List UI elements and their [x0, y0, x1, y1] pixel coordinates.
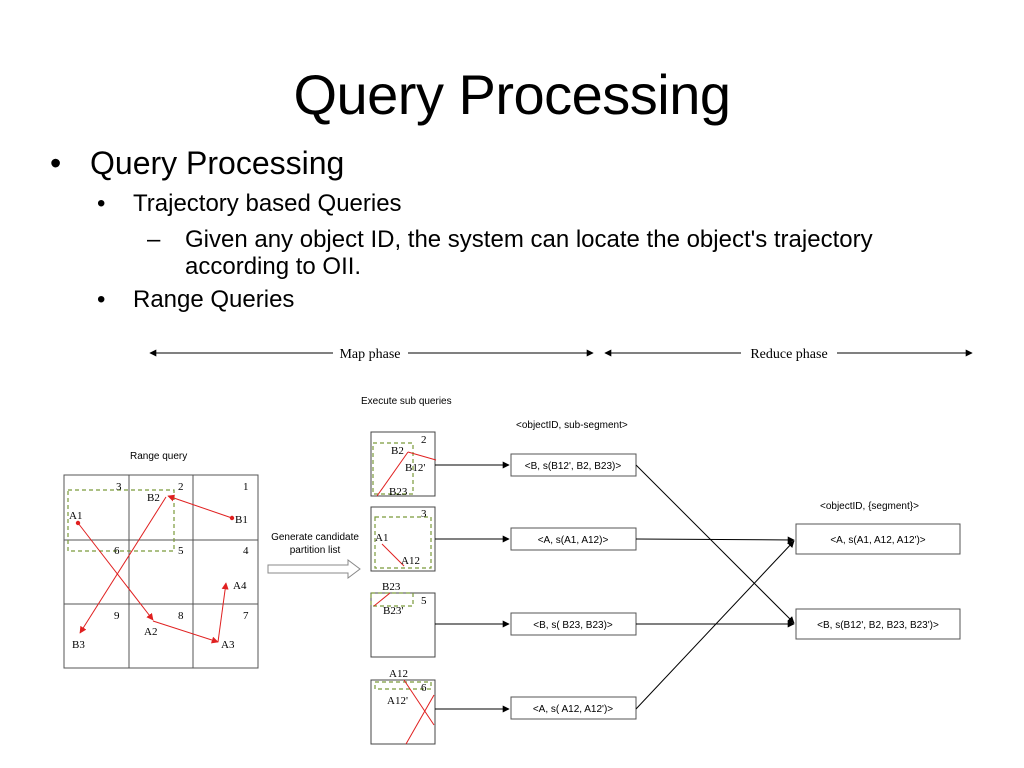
bullet-text: Trajectory based Queries: [133, 190, 402, 217]
grid-cell-number: 6: [114, 545, 120, 557]
map-output-2: <A, s(A1, A12)>: [510, 527, 637, 551]
map-output-text: <B, s(B12', B2, B23)>: [525, 461, 622, 472]
objectid-subsegment-label: <objectID, sub-segment>: [516, 420, 628, 431]
slide-title: Query Processing: [293, 63, 731, 126]
bullet-dash-icon: –: [147, 226, 161, 253]
map-phase-label: Map phase: [339, 347, 400, 362]
reduce-output-text: <A, s(A1, A12, A12')>: [830, 535, 925, 546]
point-label-b2: B2: [147, 492, 160, 504]
reduce-output-2: <B, s(B12', B2, B23, B23')>: [795, 608, 961, 640]
range-query-box: [67, 489, 175, 552]
grid-cell-number: 9: [114, 610, 120, 622]
segment-label: B12': [405, 462, 425, 474]
map-output-1: <B, s(B12', B2, B23)>: [510, 453, 637, 477]
segment-label: B2: [391, 445, 404, 457]
shuffle-arrow-a1: [635, 536, 795, 544]
execute-sub-queries-label: Execute sub queries: [361, 396, 452, 407]
segment-label: B23: [382, 581, 401, 593]
bullet-text: Range Queries: [133, 286, 295, 313]
partition-number: 5: [421, 595, 427, 607]
sub-query-partition-2: 2 B2 B12' B23: [370, 431, 437, 498]
point-label-a2: A2: [144, 626, 157, 638]
segment-label: A12': [387, 695, 408, 707]
point-label-b3: B3: [72, 639, 85, 651]
segment-label: A12: [389, 668, 408, 680]
sub-query-partition-3: 3 A1 A12: [370, 506, 436, 572]
map-output-4: <A, s( A12, A12')>: [510, 696, 637, 720]
point-b1-dot: [229, 515, 235, 521]
point-label-a3: A3: [221, 639, 235, 651]
point-a1-dot: [75, 520, 81, 526]
partition-number: 2: [421, 434, 427, 446]
grid-cell-number: 2: [178, 481, 184, 493]
segment-label: B23': [383, 605, 403, 617]
grid-cell-number: 7: [243, 610, 249, 622]
point-label-a1: A1: [69, 510, 82, 522]
grid-cell-number: 3: [116, 481, 122, 493]
partition-number: 6: [421, 682, 427, 694]
partition-number: 3: [421, 508, 427, 520]
shuffle-arrow-a2: [635, 540, 795, 710]
bullet-dot-icon: •: [97, 286, 106, 313]
map-output-3: <B, s( B23, B23)>: [510, 612, 637, 636]
shuffle-arrow-b1: [635, 464, 795, 624]
trajectory-a1-a2: [77, 522, 154, 621]
trajectory-b2-b3: [79, 496, 167, 634]
generate-arrow-icon: [267, 559, 361, 579]
point-label-b1: B1: [235, 514, 248, 526]
reduce-output-text: <B, s(B12', B2, B23, B23')>: [817, 620, 939, 631]
grid-cell-number: 4: [243, 545, 249, 557]
bullet-dot-icon: •: [97, 190, 106, 217]
map-phase-arrow: Map phase: [149, 347, 594, 362]
reduce-phase-arrow: Reduce phase: [604, 347, 973, 362]
partition-list-label: partition list: [290, 545, 341, 556]
sub-query-partition-5: B23 5 B23': [370, 581, 436, 658]
segment-label: A1: [375, 532, 388, 544]
reduce-output-1: <A, s(A1, A12, A12')>: [795, 523, 961, 555]
map-output-text: <B, s( B23, B23)>: [533, 620, 613, 631]
point-label-a4: A4: [233, 580, 247, 592]
trajectory-a2-a3: [152, 620, 219, 644]
grid-cell-number: 5: [178, 545, 184, 557]
map-output-text: <A, s(A1, A12)>: [538, 535, 609, 546]
trajectory-b1-b2: [167, 494, 233, 519]
range-query-label: Range query: [130, 451, 187, 462]
bullet-text: Query Processing: [90, 145, 345, 181]
grid-cell-number: 8: [178, 610, 184, 622]
bullet-dot-icon: •: [50, 145, 62, 181]
grid-cell-number: 1: [243, 481, 249, 493]
map-output-text: <A, s( A12, A12')>: [533, 704, 613, 715]
range-query-grid: 3 2 1 6 5 4 9 8 7 A1 B2 B1 A4 A2 A: [63, 474, 259, 669]
sub-query-partition-6: A12 6 A12': [370, 668, 436, 745]
reduce-phase-label: Reduce phase: [750, 347, 827, 362]
segment-label: B23: [389, 486, 408, 498]
trajectory-a3-a4: [217, 582, 229, 643]
generate-candidate-label: Generate candidate: [271, 532, 359, 543]
objectid-segment-label: <objectID, {segment}>: [820, 501, 919, 512]
bullet-text: Given any object ID, the system can loca…: [185, 226, 873, 280]
segment-label: A12: [401, 555, 420, 567]
